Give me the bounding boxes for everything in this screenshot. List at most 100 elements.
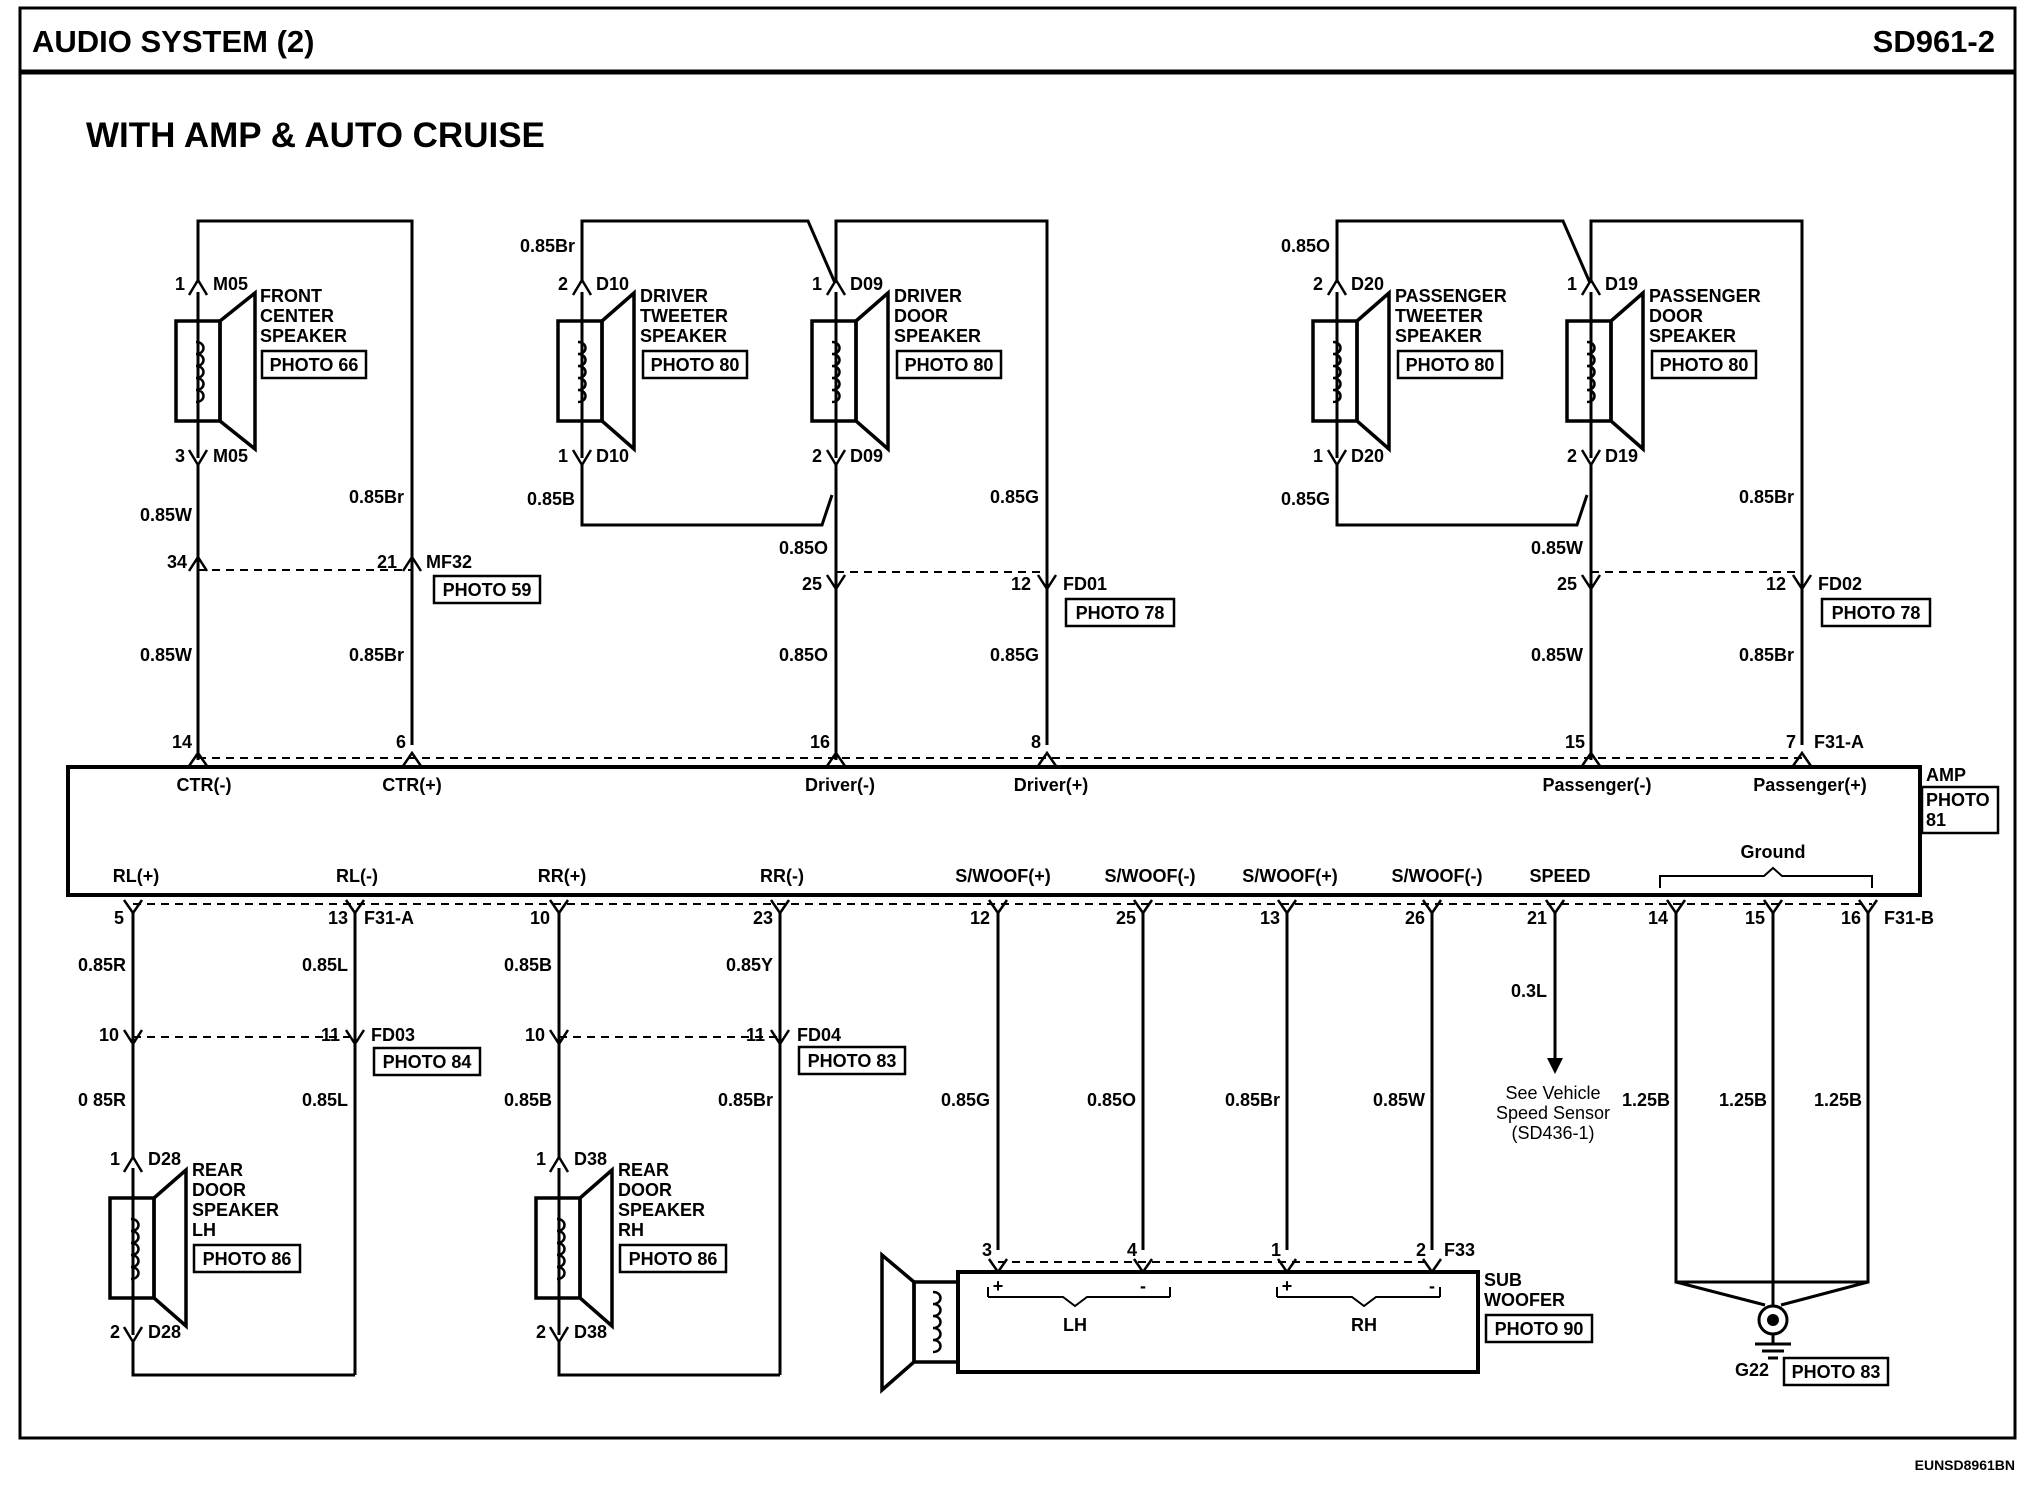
svg-text:21: 21 (1527, 908, 1547, 928)
svg-text:S/WOOF(+): S/WOOF(+) (1242, 866, 1338, 886)
svg-text:+: + (1282, 1276, 1293, 1296)
svg-text:PHOTO 86: PHOTO 86 (203, 1249, 292, 1269)
svg-text:25: 25 (802, 574, 822, 594)
svg-text:F31-B: F31-B (1884, 908, 1934, 928)
svg-text:TWEETER: TWEETER (1395, 306, 1483, 326)
svg-text:Passenger(+): Passenger(+) (1753, 775, 1867, 795)
svg-text:REAR: REAR (192, 1160, 243, 1180)
svg-text:-: - (1140, 1276, 1146, 1296)
svg-text:0.85Br: 0.85Br (1739, 487, 1794, 507)
svg-text:DRIVER: DRIVER (640, 286, 708, 306)
svg-text:D20: D20 (1351, 274, 1384, 294)
svg-text:2: 2 (110, 1322, 120, 1342)
svg-text:0.85L: 0.85L (302, 1090, 348, 1110)
svg-text:RH: RH (1351, 1315, 1377, 1335)
svg-text:SPEED: SPEED (1529, 866, 1590, 886)
svg-text:10: 10 (530, 908, 550, 928)
rear-rh-wiring: 10 11 FD04 PHOTO 83 0.85B 0.85Y 0.85B 0.… (504, 913, 907, 1375)
svg-text:TWEETER: TWEETER (640, 306, 728, 326)
svg-text:FD01: FD01 (1063, 574, 1107, 594)
svg-text:0.85Y: 0.85Y (726, 955, 773, 975)
svg-text:SUB: SUB (1484, 1270, 1522, 1290)
svg-text:FRONT: FRONT (260, 286, 322, 306)
svg-text:10: 10 (525, 1025, 545, 1045)
svg-text:SPEAKER: SPEAKER (1649, 326, 1736, 346)
svg-text:SPEAKER: SPEAKER (618, 1200, 705, 1220)
svg-text:0.85R: 0.85R (78, 955, 126, 975)
svg-text:0.85Br: 0.85Br (718, 1090, 773, 1110)
svg-text:0.85O: 0.85O (1281, 236, 1330, 256)
svg-text:(SD436-1): (SD436-1) (1511, 1123, 1594, 1143)
svg-text:RR(-): RR(-) (760, 866, 804, 886)
svg-text:0.85B: 0.85B (504, 1090, 552, 1110)
svg-text:F31-A: F31-A (1814, 732, 1864, 752)
svg-text:SPEAKER: SPEAKER (640, 326, 727, 346)
svg-text:REAR: REAR (618, 1160, 669, 1180)
svg-text:PHOTO 78: PHOTO 78 (1076, 603, 1165, 623)
svg-text:1: 1 (175, 274, 185, 294)
svg-text:DOOR: DOOR (192, 1180, 246, 1200)
svg-text:81: 81 (1926, 810, 1946, 830)
svg-text:12: 12 (1011, 574, 1031, 594)
svg-text:0.85L: 0.85L (302, 955, 348, 975)
svg-text:CENTER: CENTER (260, 306, 334, 326)
svg-text:PHOTO: PHOTO (1926, 790, 1990, 810)
connector-mf32: 34 21 MF32 PHOTO 59 (167, 552, 542, 605)
svg-text:PHOTO 86: PHOTO 86 (629, 1249, 718, 1269)
svg-text:12: 12 (1766, 574, 1786, 594)
svg-text:0.85G: 0.85G (990, 645, 1039, 665)
svg-text:PHOTO 80: PHOTO 80 (1406, 355, 1495, 375)
svg-text:FD04: FD04 (797, 1025, 841, 1045)
svg-text:15: 15 (1745, 908, 1765, 928)
svg-text:4: 4 (1127, 1240, 1137, 1260)
svg-text:34: 34 (167, 552, 187, 572)
svg-text:0.85Br: 0.85Br (1739, 645, 1794, 665)
svg-text:CTR(+): CTR(+) (382, 775, 442, 795)
svg-text:11: 11 (746, 1025, 765, 1045)
svg-text:PASSENGER: PASSENGER (1649, 286, 1761, 306)
svg-text:DRIVER: DRIVER (894, 286, 962, 306)
upper-wire-labels: 0.85W 0.85Br 0.85W 0.85Br 0.85O 0.85G 0.… (140, 487, 1794, 665)
svg-text:CTR(-): CTR(-) (177, 775, 232, 795)
svg-text:PHOTO 90: PHOTO 90 (1495, 1319, 1584, 1339)
svg-text:DOOR: DOOR (1649, 306, 1703, 326)
passenger-tweeter-speaker: 2 D20 1 D20 PASSENGER TWEETER SPEAKER PH… (1281, 219, 1592, 527)
svg-text:D09: D09 (850, 446, 883, 466)
svg-text:0.85B: 0.85B (527, 489, 575, 509)
svg-text:1.25B: 1.25B (1622, 1090, 1670, 1110)
svg-text:RR(+): RR(+) (538, 866, 587, 886)
svg-text:0.85O: 0.85O (1087, 1090, 1136, 1110)
svg-text:SPEAKER: SPEAKER (260, 326, 347, 346)
subwoofer: + - + - LH RH SUB WOOFER PHOTO 90 (880, 1251, 1594, 1394)
svg-text:0.85W: 0.85W (140, 505, 192, 525)
svg-text:PHOTO 80: PHOTO 80 (1660, 355, 1749, 375)
svg-text:M05: M05 (213, 446, 248, 466)
svg-text:PHOTO 80: PHOTO 80 (651, 355, 740, 375)
svg-text:Passenger(-): Passenger(-) (1542, 775, 1651, 795)
svg-text:26: 26 (1405, 908, 1425, 928)
svg-text:S/WOOF(-): S/WOOF(-) (1105, 866, 1196, 886)
svg-text:D10: D10 (596, 446, 629, 466)
svg-text:S/WOOF(-): S/WOOF(-) (1392, 866, 1483, 886)
speed-signal: 0.3L See Vehicle Speed Sensor (SD436-1) (1496, 913, 1610, 1143)
svg-text:S/WOOF(+): S/WOOF(+) (955, 866, 1051, 886)
svg-text:See Vehicle: See Vehicle (1505, 1083, 1600, 1103)
svg-text:SPEAKER: SPEAKER (894, 326, 981, 346)
front-center-speaker: 1 M05 3 M05 FRONT CENTER SPEAKER PHOTO 6… (174, 219, 414, 745)
svg-text:2: 2 (536, 1322, 546, 1342)
svg-text:SPEAKER: SPEAKER (192, 1200, 279, 1220)
svg-text:1: 1 (558, 446, 568, 466)
svg-text:12: 12 (970, 908, 990, 928)
driver-tweeter-speaker: 2 D10 1 D10 DRIVER TWEETER SPEAKER PHOTO… (520, 219, 837, 527)
svg-text:LH: LH (1063, 1315, 1087, 1335)
svg-text:1: 1 (536, 1149, 546, 1169)
svg-text:Speed Sensor: Speed Sensor (1496, 1103, 1610, 1123)
svg-text:LH: LH (192, 1220, 216, 1240)
connector-f31-bottom: 5 13 F31-A 10 23 12 25 13 26 21 14 15 16… (114, 899, 1934, 928)
svg-text:16: 16 (1841, 908, 1861, 928)
svg-text:5: 5 (114, 908, 124, 928)
svg-text:DOOR: DOOR (894, 306, 948, 326)
svg-text:MF32: MF32 (426, 552, 472, 572)
amp-unit: CTR(-) CTR(+) Driver(-) Driver(+) Passen… (66, 765, 2000, 897)
